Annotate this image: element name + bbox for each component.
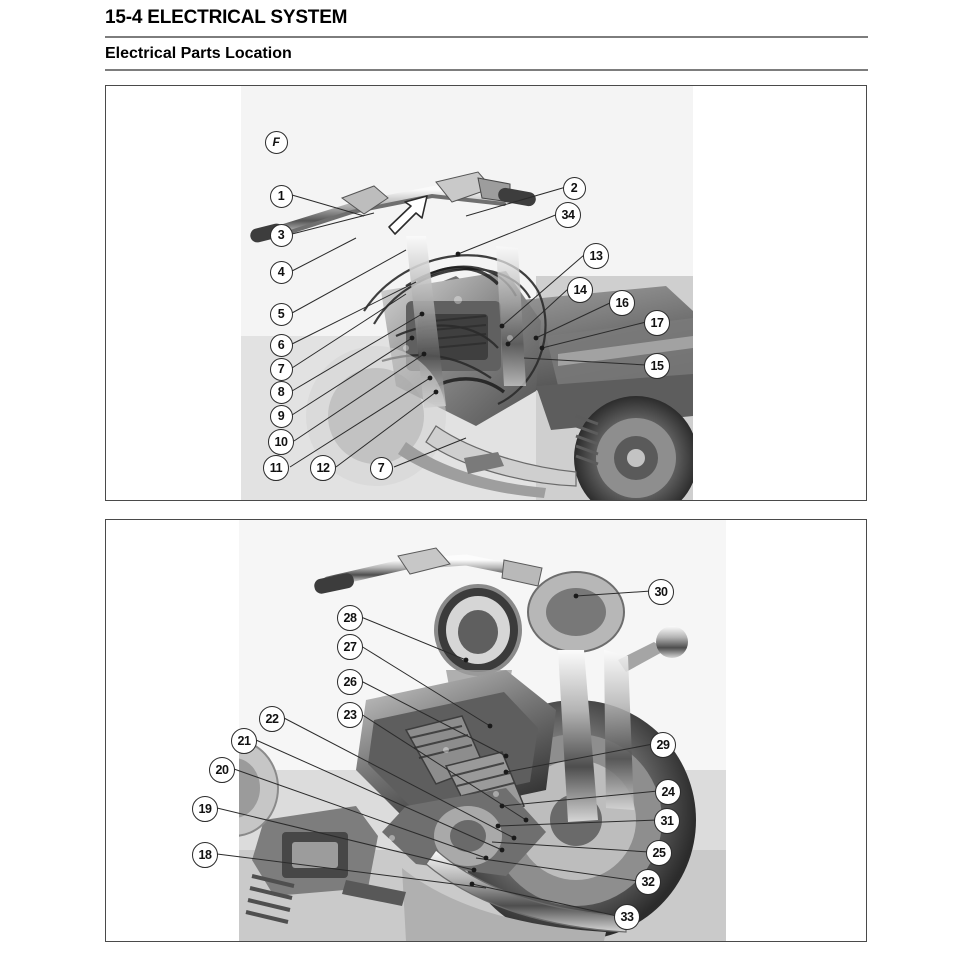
figure-2-photo <box>106 520 866 941</box>
callout-29: 29 <box>650 732 676 758</box>
callout-17: 17 <box>644 310 670 336</box>
callout-26: 26 <box>337 669 363 695</box>
callout-33: 33 <box>614 904 640 930</box>
header-divider-bottom <box>105 69 868 71</box>
callout-19: 19 <box>192 796 218 822</box>
callout-27: 27 <box>337 634 363 660</box>
section-title: Electrical Parts Location <box>105 45 292 62</box>
callout-3: 3 <box>269 223 293 247</box>
callout-22: 22 <box>259 706 285 732</box>
callout-16: 16 <box>609 290 635 316</box>
callout-24: 24 <box>655 779 681 805</box>
callout-f: F <box>264 130 288 154</box>
callout-13: 13 <box>583 243 609 269</box>
callout-18: 18 <box>192 842 218 868</box>
callout-32: 32 <box>635 869 661 895</box>
callout-28: 28 <box>337 605 363 631</box>
callout-23: 23 <box>337 702 363 728</box>
callout-34: 34 <box>555 202 581 228</box>
callout-8: 8 <box>269 380 293 404</box>
callout-5: 5 <box>269 302 293 326</box>
callout-11: 11 <box>263 455 289 481</box>
callout-9: 9 <box>269 404 293 428</box>
callout-6: 6 <box>269 333 293 357</box>
callout-21: 21 <box>231 728 257 754</box>
page-header: 15-4 ELECTRICAL SYSTEM Electrical Parts … <box>105 6 868 71</box>
callout-1: 1 <box>269 184 293 208</box>
header-divider-top <box>105 36 868 38</box>
figure-1-photo <box>106 86 866 500</box>
callout-10: 10 <box>268 429 294 455</box>
callout-20: 20 <box>209 757 235 783</box>
callout-14: 14 <box>567 277 593 303</box>
callout-2: 2 <box>562 176 586 200</box>
callout-25: 25 <box>646 840 672 866</box>
callout-30: 30 <box>648 579 674 605</box>
callout-4: 4 <box>269 260 293 284</box>
page-title: 15-4 ELECTRICAL SYSTEM <box>105 7 348 28</box>
callout-31: 31 <box>654 808 680 834</box>
callout-15: 15 <box>644 353 670 379</box>
callout-7: 7 <box>369 456 393 480</box>
callout-7: 7 <box>269 357 293 381</box>
callout-12: 12 <box>310 455 336 481</box>
